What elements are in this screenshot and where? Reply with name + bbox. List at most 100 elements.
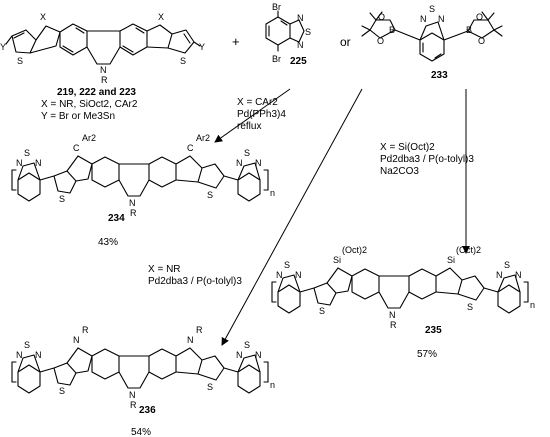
- diboronate-structure: B B O O O O N N S: [361, 4, 503, 62]
- product-234-yield: 43%: [98, 237, 118, 248]
- bridge-right-substituent: Ar2: [196, 133, 210, 143]
- btd-left-thiadiazole: [17, 354, 41, 373]
- central-n: N: [389, 310, 396, 320]
- bridge-ring-right: [435, 267, 463, 295]
- thiophene-left-s: S: [319, 306, 325, 316]
- central-benzene-b: [148, 156, 177, 188]
- arrow-to-234: [214, 88, 291, 143]
- btd-left-n2: N: [35, 350, 42, 360]
- central-n-substituent: R: [130, 208, 137, 218]
- bracket-left: [271, 281, 277, 303]
- btd-right-s: S: [244, 340, 250, 350]
- btd-right-n2: N: [255, 350, 262, 360]
- product-236-number: 236: [139, 405, 156, 416]
- btd-left-n1: N: [16, 350, 23, 360]
- btd-left-benzene: [17, 364, 41, 394]
- btd-right-s: S: [244, 148, 250, 158]
- diboronate-b-right: B: [466, 25, 472, 35]
- btd-right-benzene: [237, 172, 261, 202]
- bracket-left: [11, 361, 17, 383]
- monomer-x-left: X: [40, 12, 46, 22]
- conditions-235-line-3: Na2CO3: [380, 166, 419, 177]
- dibromide-structure: Br Br N N S: [265, 2, 311, 64]
- conditions-235-line-2: Pd2dba3 / P(o-tolyl)3: [380, 154, 474, 165]
- btd-right-thiadiazole: [237, 354, 261, 373]
- btd-left-thiadiazole: [277, 274, 301, 293]
- arrow-to-236: [221, 88, 363, 346]
- conditions-234-line-3: reflux: [237, 121, 261, 132]
- bridge-left-substituent: R: [82, 325, 89, 335]
- or-text: or: [340, 35, 351, 49]
- central-n-substituent: R: [390, 320, 397, 330]
- bridge-ring-right: [175, 347, 203, 375]
- btd-right-s: S: [504, 260, 510, 270]
- product-235-number: 235: [425, 325, 442, 336]
- repeat-n: n: [270, 380, 275, 390]
- btd-right-benzene: [237, 364, 261, 394]
- link-left: [39, 367, 55, 373]
- central-benzene-a: [91, 348, 120, 380]
- thiophene-left: [313, 282, 337, 306]
- monomer-compounds-label: 219, 222 and 223: [57, 87, 136, 98]
- bracket-right: [263, 361, 269, 383]
- central-pyrrole: [378, 291, 410, 309]
- btd-left-s: S: [24, 340, 30, 350]
- conditions-236-line-1: X = NR: [148, 264, 181, 275]
- monomer-structure: X X Y Y S S N R: [0, 12, 205, 85]
- diboronate-number: 233: [431, 70, 448, 81]
- monomer-y-left: Y: [0, 42, 6, 52]
- dibromide-n-bottom: N: [297, 40, 304, 50]
- monomer-s-left: S: [17, 56, 23, 66]
- bracket-left: [11, 169, 17, 191]
- product-234-number: 234: [108, 213, 125, 224]
- bridge-ring-left: [66, 155, 93, 182]
- monomer-r: R: [101, 75, 108, 85]
- diboronate-s: S: [429, 4, 435, 14]
- btd-right-thiadiazole: [237, 162, 261, 181]
- central-benzene-b: [408, 268, 437, 300]
- conditions-236-line-2: Pd2dba3 / P(o-tolyl)3: [148, 276, 242, 287]
- dibromide-br-top: Br: [272, 2, 281, 12]
- central-benzene-a: [91, 156, 120, 188]
- thiophene-left: [53, 170, 77, 194]
- thiophene-left: [53, 362, 77, 386]
- conditions-236: X = NR Pd2dba3 / P(o-tolyl)3: [148, 264, 242, 287]
- bracket-right: [523, 281, 529, 303]
- monomer-y-options: Y = Br or Me3Sn: [41, 111, 115, 122]
- diboronate-o-2: O: [378, 12, 385, 22]
- link-right: [223, 367, 239, 373]
- btd-right-n1: N: [236, 158, 243, 168]
- monomer-y-right: Y: [199, 42, 205, 52]
- central-n: N: [129, 390, 136, 400]
- bridge-right-atom: N: [187, 335, 194, 345]
- btd-left-benzene: [277, 284, 301, 314]
- thiophene-right: [197, 355, 225, 381]
- bridge-right-atom: Si: [447, 255, 455, 265]
- btd-left-s: S: [24, 148, 30, 158]
- link-right: [223, 175, 239, 181]
- diboronate-n-1: N: [420, 14, 427, 24]
- diboronate-o-1: O: [377, 36, 384, 46]
- monomer-s-right: S: [180, 56, 186, 66]
- thiophene-left-s: S: [59, 386, 65, 396]
- central-benzene-b: [148, 348, 177, 380]
- btd-right-thiadiazole: [497, 274, 521, 293]
- diboronate-o-3: O: [478, 36, 485, 46]
- btd-left-n1: N: [16, 158, 23, 168]
- thiophene-right: [197, 163, 225, 189]
- conditions-234-line-2: Pd(PPh3)4: [237, 109, 286, 120]
- bracket-right: [263, 169, 269, 191]
- conditions-234: X = CAr2 Pd(PPh3)4 reflux: [237, 97, 286, 132]
- bridge-right-substituent: (Oct)2: [456, 245, 481, 255]
- btd-right-n2: N: [515, 270, 522, 280]
- bridge-ring-left: [66, 347, 93, 374]
- central-pyrrole: [118, 371, 150, 389]
- thiophene-right-s: S: [467, 302, 473, 312]
- product-235-yield: 57%: [417, 349, 437, 360]
- diboronate-n-2: N: [438, 14, 445, 24]
- thiophene-right-s: S: [207, 190, 213, 200]
